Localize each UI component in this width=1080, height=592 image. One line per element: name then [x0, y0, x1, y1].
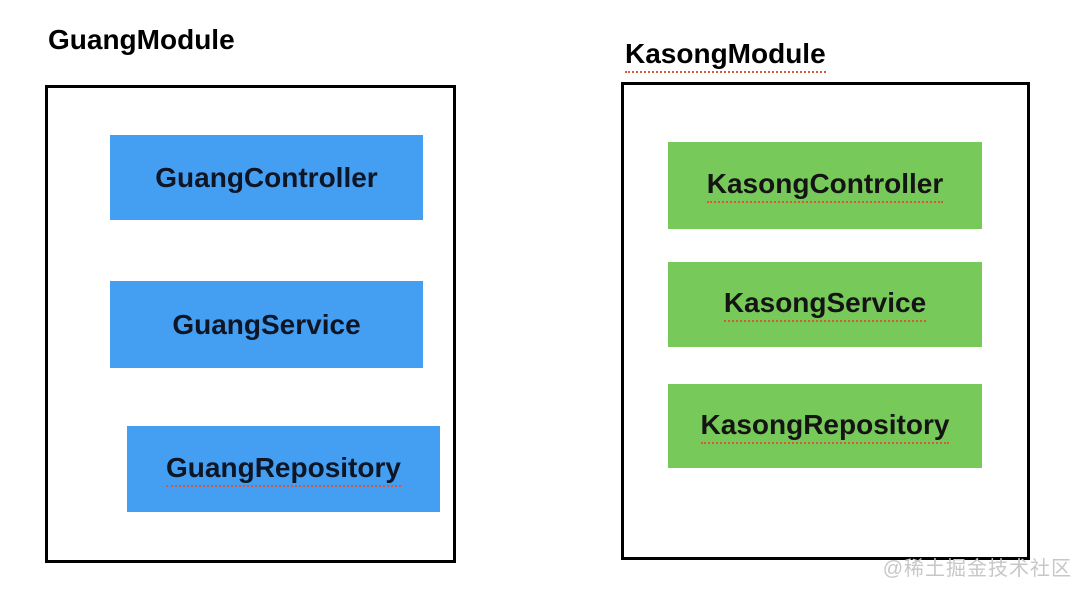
kasong-module-title-text: KasongModule: [625, 38, 826, 73]
kasong-repository-label: KasongRepository: [700, 409, 950, 444]
guang-controller-box: GuangController: [110, 135, 423, 220]
kasong-controller-label: KasongController: [706, 168, 944, 203]
watermark: @稀土掘金技术社区: [882, 558, 1072, 580]
kasong-controller-box: KasongController: [668, 142, 982, 229]
guang-controller-label: GuangController: [155, 161, 378, 193]
guang-service-label: GuangService: [172, 308, 361, 340]
guang-repository-label: GuangRepository: [166, 452, 401, 487]
kasong-service-label: KasongService: [723, 287, 927, 322]
kasong-repository-box: KasongRepository: [668, 384, 982, 468]
guang-service-box: GuangService: [110, 281, 423, 368]
guang-repository-box: GuangRepository: [127, 426, 440, 512]
kasong-module-title: KasongModule: [625, 38, 826, 73]
kasong-service-box: KasongService: [668, 262, 982, 347]
guang-module-title: GuangModule: [48, 24, 235, 55]
